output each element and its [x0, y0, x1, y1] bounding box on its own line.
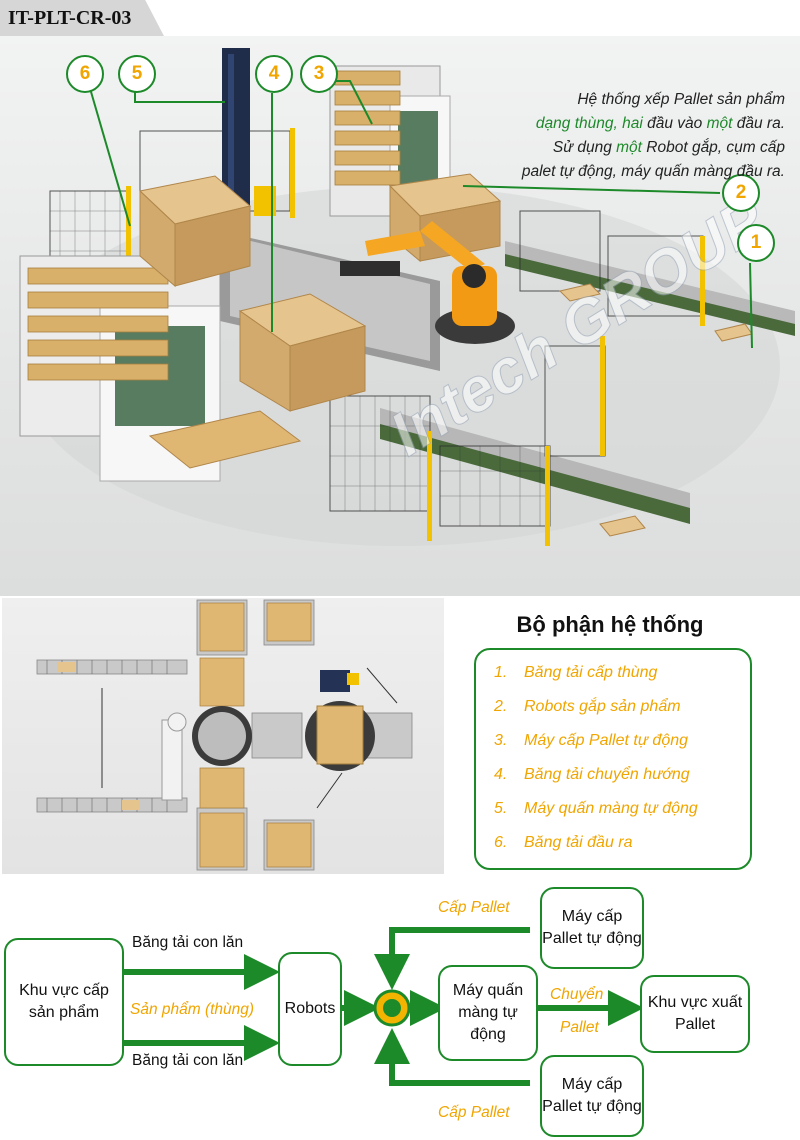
desc-line-1: Hệ thống xếp Pallet sản phẩm — [577, 91, 785, 108]
part-item-5: 5.Máy quấn màng tự động — [494, 800, 698, 817]
flow-arrows — [122, 927, 644, 1086]
supply-area-box: Khu vực cấp sản phẩm — [4, 938, 124, 1066]
pallet-feed-top-label: Cấp Pallet — [438, 899, 510, 916]
desc-line-3: Sử dụng một Robot gắp, cụm cấp — [552, 139, 785, 156]
hero-badge-1: 1 — [737, 224, 775, 262]
part-item-6: 6.Băng tải đầu ra — [494, 834, 633, 851]
part-item-4: 4.Băng tải chuyển hướng — [494, 766, 690, 783]
hero-3d-render: Intech GROUP 6 5 4 3 2 1 Hệ thống xếp Pa… — [0, 36, 800, 596]
top-view-illustration — [36, 599, 413, 871]
hero-badge-2: 2 — [722, 174, 760, 212]
hero-badge-5: 5 — [118, 55, 156, 93]
robots-box: Robots — [278, 952, 342, 1066]
part-item-3: 3.Máy cấp Pallet tự động — [494, 732, 689, 749]
product-code: IT-PLT-CR-03 — [8, 7, 132, 29]
conveyor-bottom-label: Băng tải con lăn — [132, 1052, 244, 1069]
part-item-2: 2.Robots gắp sản phẩm — [494, 698, 681, 715]
top-view-render — [2, 598, 444, 874]
pallet-feeder-bottom-box: Máy cấp Pallet tự động — [540, 1055, 644, 1137]
parts-title: Bộ phận hệ thống — [516, 612, 704, 637]
pallet-feed-bottom-label: Cấp Pallet — [438, 1104, 510, 1121]
hero-badge-4: 4 — [255, 55, 293, 93]
parts-list: 1.Băng tải cấp thùng 2.Robots gắp sản ph… — [474, 648, 752, 870]
pallet-feeder-top-box: Máy cấp Pallet tự động — [540, 887, 644, 969]
hero-badge-6: 6 — [66, 55, 104, 93]
code-label-bg — [0, 0, 165, 38]
product-box-label: Sản phẩm (thùng) — [130, 1001, 255, 1018]
pallet-label: Pallet — [560, 1019, 599, 1036]
part-item-1: 1.Băng tải cấp thùng — [494, 664, 658, 681]
hero-description: Hệ thống xếp Pallet sản phẩm dạng thùng,… — [460, 88, 785, 184]
hero-illustration: Intech GROUP — [19, 48, 795, 546]
conveyor-top-label: Băng tải con lăn — [132, 934, 244, 951]
output-area-box: Khu vực xuất Pallet — [640, 975, 750, 1053]
hero-badge-3: 3 — [300, 55, 338, 93]
wrapper-box: Máy quấn màng tự động — [438, 965, 538, 1061]
desc-line-2: dạng thùng, hai đầu vào một đầu ra. — [535, 115, 785, 132]
transfer-label: Chuyển — [550, 986, 604, 1003]
desc-line-4: palet tự động, máy quấn màng đầu ra. — [521, 163, 785, 180]
